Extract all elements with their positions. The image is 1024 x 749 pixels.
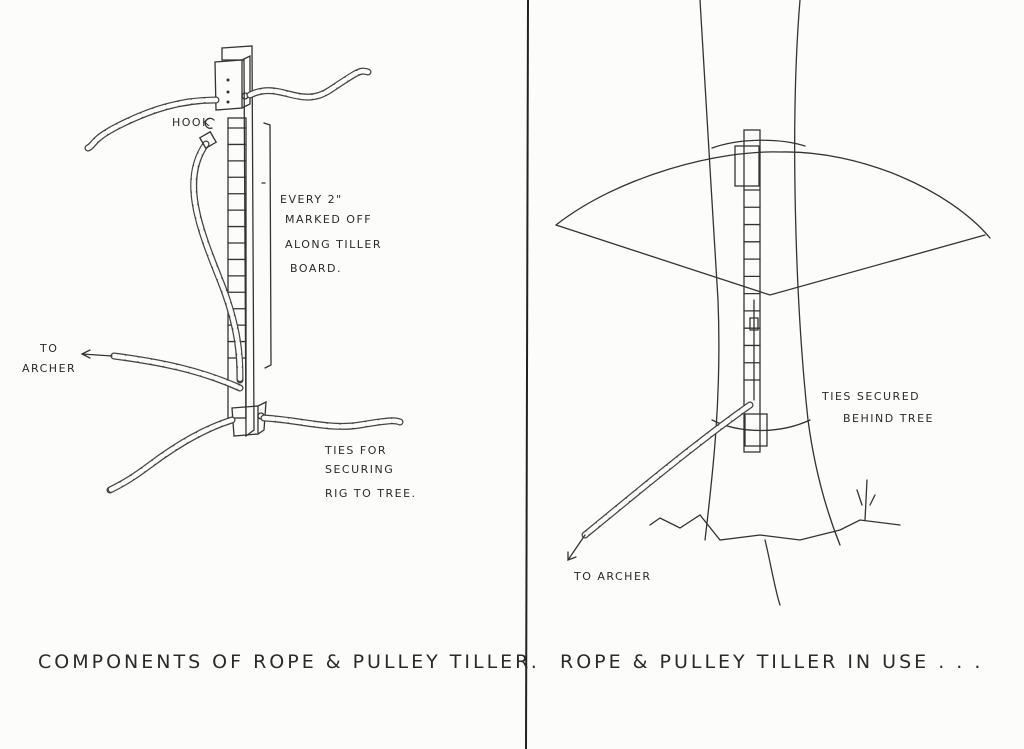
bow <box>555 151 991 296</box>
bracket <box>261 122 272 369</box>
ties-note-line: TIES FOR <box>324 444 387 457</box>
marking-note-line: ALONG TILLER <box>285 238 382 251</box>
hook-icon <box>198 117 218 150</box>
to-archer-label: TO <box>39 342 58 355</box>
tiller-board-in-use <box>567 129 811 561</box>
hook-label: HOOK <box>172 116 211 129</box>
ties-secured-line: BEHIND TREE <box>843 412 934 425</box>
arrow-to-archer-left <box>80 349 113 359</box>
ties-note-line: RIG TO TREE. <box>325 487 417 500</box>
ties-secured-line: TIES SECURED <box>821 390 920 403</box>
marking-note-line: MARKED OFF <box>285 213 372 226</box>
ties-note-line: SECURING <box>325 463 394 476</box>
left-caption: COMPONENTS OF ROPE & PULLEY TILLER. <box>38 651 540 673</box>
right-caption: ROPE & PULLEY TILLER IN USE . . . <box>560 651 983 673</box>
marking-note-line: EVERY 2" <box>280 193 343 206</box>
panel-divider <box>525 0 529 749</box>
marking-note-line: BOARD. <box>290 262 342 275</box>
to-archer-label: ARCHER <box>22 362 76 375</box>
tree-trunk <box>649 0 901 606</box>
ropes-left <box>84 67 404 494</box>
to-archer-right-label: TO ARCHER <box>573 570 652 583</box>
